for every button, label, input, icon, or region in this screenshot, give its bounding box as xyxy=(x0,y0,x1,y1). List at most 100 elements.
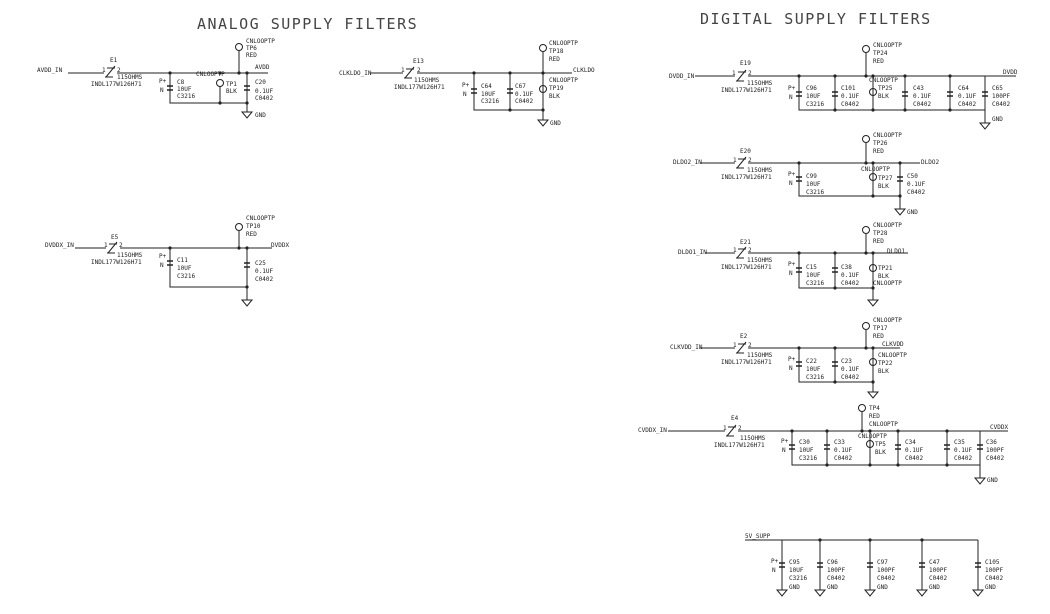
dvddx-cbulk-value: 10UF xyxy=(177,265,192,272)
dvdd-c4-pkg: C0402 xyxy=(992,101,1010,108)
5v-c1-value: 100PF xyxy=(827,567,845,574)
5v-c2-gnd: GND xyxy=(877,584,888,591)
dldo1-ferrite-pin1: 1 xyxy=(733,247,737,254)
avdd-cbulk-pkg: C3216 xyxy=(177,93,195,100)
dldo1-tpblk-color: BLK xyxy=(878,273,889,280)
clkvdd-tpred-ref: TP17 xyxy=(873,325,888,332)
dvdd-filter-circuit: DVDD_IN E19 1 2 115OHMS INDL177W126H71 P… xyxy=(669,42,1018,130)
dvdd-ferrite-ref: E19 xyxy=(740,60,751,67)
dldo1-cbulk-ref: C15 xyxy=(806,264,817,271)
dldo2-ferrite-pin2: 2 xyxy=(748,157,752,164)
dldo1-cbulk-value: 10UF xyxy=(806,272,821,279)
cvddx-c1-ref: C33 xyxy=(834,439,845,446)
dldo1-cdec-value: 0.1UF xyxy=(841,272,859,279)
dldo2-tpred-color: RED xyxy=(873,148,884,155)
5v-cbulk-neg: N xyxy=(772,567,776,574)
5v-c4-ref: C105 xyxy=(985,559,1000,566)
dvddx-ferrite-part: INDL177W126H71 xyxy=(91,259,142,266)
dldo1-tpred-color: RED xyxy=(873,238,884,245)
cvddx-c2-pkg: C0402 xyxy=(905,455,923,462)
digital-section-title: DIGITAL SUPPLY FILTERS xyxy=(700,10,932,28)
clkvdd-ferrite-pin1: 1 xyxy=(733,342,737,349)
5v-c1-gnd: GND xyxy=(827,584,838,591)
clkvdd-cdec-value: 0.1UF xyxy=(841,366,859,373)
dvddx-cbulk-pkg: C3216 xyxy=(177,273,195,280)
avdd-cbulk-value: 10UF xyxy=(177,86,192,93)
5v-c3-pkg: C0402 xyxy=(929,575,947,582)
dvddx-out-net-label: DVDDX xyxy=(271,242,289,249)
dvddx-tpred-ref: TP10 xyxy=(246,223,261,230)
clkvdd-tpred-type: CNLOOPTP xyxy=(873,317,902,324)
dvdd-c2-pkg: C0402 xyxy=(913,101,931,108)
clkldo-tpblk-type: CNLOOPTP xyxy=(549,77,578,84)
dldo2-ferrite-pin1: 1 xyxy=(733,157,737,164)
5v-cbulk-value: 10UF xyxy=(789,567,804,574)
avdd-filter-circuit: AVDD_IN E1 1 2 115OHMS INDL177W126H71 P+… xyxy=(37,38,275,119)
dldo1-ferrite-pin2: 2 xyxy=(748,247,752,254)
clkvdd-tpblk-color: BLK xyxy=(878,368,889,375)
5v-cbulk-pos: P+ xyxy=(771,558,779,565)
clkvdd-cdec-pkg: C0402 xyxy=(841,374,859,381)
dvdd-c1-pkg: C0402 xyxy=(841,101,859,108)
dvdd-cbulk-pkg: C3216 xyxy=(806,101,824,108)
clkldo-ferrite-value: 115OHMS xyxy=(414,77,440,84)
cvddx-out-net-label: CVDDX xyxy=(990,424,1008,431)
dldo1-tpred-type: CNLOOPTP xyxy=(873,222,902,229)
dvdd-cbulk-pos: P+ xyxy=(788,85,796,92)
cvddx-c4-ref: C36 xyxy=(986,439,997,446)
dldo1-ferrite-value: 115OHMS xyxy=(747,257,773,264)
clkldo-cdec-pkg: C0402 xyxy=(515,98,533,105)
dvdd-cbulk-neg: N xyxy=(789,94,793,101)
cvddx-c4-value: 100PF xyxy=(986,447,1004,454)
clkldo-cbulk-neg: N xyxy=(463,91,467,98)
avdd-tpblk-ref: TP1 xyxy=(226,81,237,88)
cvddx-c1-value: 0.1UF xyxy=(834,447,852,454)
dldo2-cdec-value: 0.1UF xyxy=(907,181,925,188)
cvddx-tpblk-color: BLK xyxy=(875,449,886,456)
clkldo-tpred-type: CNLOOPTP xyxy=(549,40,578,47)
5v-c3-gnd: GND xyxy=(929,584,940,591)
cvddx-cbulk-neg: N xyxy=(782,447,786,454)
dvdd-tpred-type: CNLOOPTP xyxy=(873,42,902,49)
clkldo-ferrite-ref: E13 xyxy=(413,58,424,65)
dldo1-tpblk-type: CNLOOPTP xyxy=(873,280,902,287)
dvdd-ferrite-pin1: 1 xyxy=(732,70,736,77)
dldo1-ferrite-ref: E21 xyxy=(740,239,751,246)
clkvdd-ferrite-ref: E2 xyxy=(740,333,748,340)
dldo2-ferrite-part: INDL177W126H71 xyxy=(721,174,772,181)
5v-cbulk-ref: C95 xyxy=(789,559,800,566)
cvddx-c3-pkg: C0402 xyxy=(954,455,972,462)
cvddx-tpred-type: CNLOOPTP xyxy=(869,421,898,428)
cvddx-c1-pkg: C0402 xyxy=(834,455,852,462)
dldo2-out-net-label: DLDO2 xyxy=(921,159,939,166)
dvddx-ferrite-value: 115OHMS xyxy=(117,252,143,259)
dvddx-cdec-pkg: C0402 xyxy=(255,276,273,283)
cvddx-c2-ref: C34 xyxy=(905,439,916,446)
cvddx-cbulk-ref: C30 xyxy=(799,439,810,446)
avdd-gnd-label: GND xyxy=(255,112,266,119)
avdd-ferrite-pin1: 1 xyxy=(102,67,106,74)
dvdd-ferrite-value: 115OHMS xyxy=(747,80,773,87)
avdd-cdec-pkg: C0402 xyxy=(255,95,273,102)
cvddx-ferrite-pin1: 1 xyxy=(723,425,727,432)
analog-section-title: ANALOG SUPPLY FILTERS xyxy=(197,15,418,33)
dldo2-cbulk-ref: C99 xyxy=(806,173,817,180)
dvddx-filter-circuit: DVDDX_IN E5 1 2 115OHMS INDL177W126H71 P… xyxy=(45,215,289,307)
avdd-tpblk-type: CNLOOPTP xyxy=(196,71,225,78)
dvdd-c1-value: 0.1UF xyxy=(841,93,859,100)
cvddx-ferrite-pin2: 2 xyxy=(738,425,742,432)
dvddx-cdec-ref: C25 xyxy=(255,260,266,267)
dvddx-tpred-color: RED xyxy=(246,231,257,238)
clkldo-cbulk-pos: P+ xyxy=(462,82,470,89)
dvdd-c1-ref: C101 xyxy=(841,85,856,92)
clkldo-tpred-ref: TP18 xyxy=(549,48,564,55)
dvdd-tpblk-type: CNLOOPTP xyxy=(869,77,898,84)
clkvdd-cbulk-ref: C22 xyxy=(806,358,817,365)
dldo2-cbulk-neg: N xyxy=(789,180,793,187)
dvddx-cbulk-pos: P+ xyxy=(159,253,167,260)
dvdd-c2-value: 0.1UF xyxy=(913,93,931,100)
dvdd-c4-value: 100PF xyxy=(992,93,1010,100)
clkldo-cbulk-value: 10UF xyxy=(481,91,496,98)
clkvdd-ferrite-part: INDL177W126H71 xyxy=(721,359,772,366)
cvddx-in-net-label: CVDDX_IN xyxy=(638,427,667,434)
